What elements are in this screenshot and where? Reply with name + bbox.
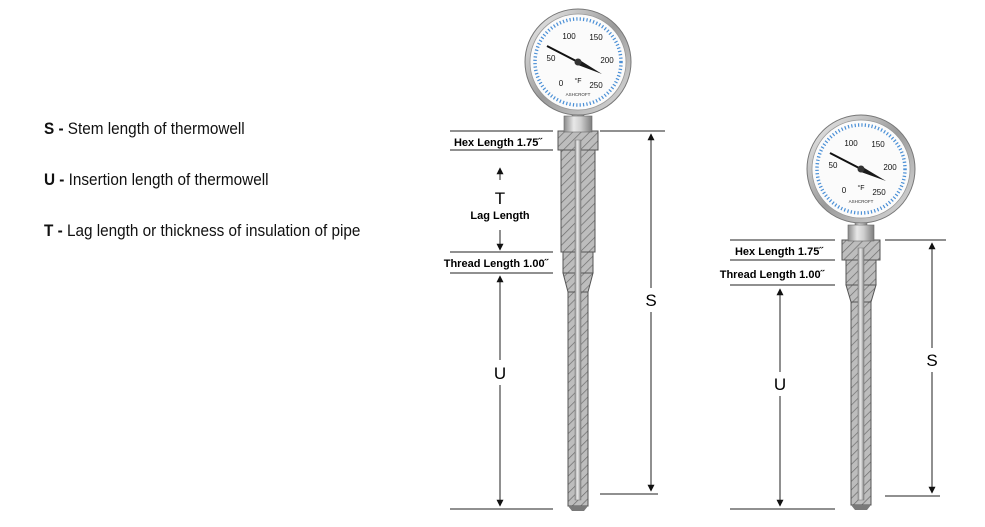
right-needle-hub [857,165,865,173]
right-assembly: 0 50 100 150 200 250 °F ASHCROFT Hex Len… [720,114,946,510]
left-s-symbol: S [645,291,656,310]
right-gauge-ring [815,123,907,215]
right-gauge-connector [847,224,875,242]
legend: S - Stem length of thermowell U - Insert… [44,118,424,271]
right-scale-50: 50 [829,161,838,170]
left-tip [568,506,588,511]
left-scale-100: 100 [562,32,576,41]
left-assembly: 0 50 100 150 200 250 °F ASHCROFT Hex Len… [444,8,665,511]
legend-item-t: T - Lag length or thickness of insulatio… [44,220,386,241]
left-thread-label: Thread Length 1.00˝ [444,258,550,270]
right-scale-200: 200 [883,163,897,172]
right-tip [851,505,871,510]
right-gauge: 0 50 100 150 200 250 °F ASHCROFT [806,114,916,242]
right-scale-0: 0 [842,186,847,195]
left-u-symbol: U [494,364,506,383]
left-scale-50: 50 [547,54,556,63]
legend-sep: - [53,221,67,240]
left-needle-hub [574,58,582,66]
right-bore-stem [857,247,865,501]
right-scale-150: 150 [871,140,885,149]
right-scale-100: 100 [844,139,858,148]
legend-sep: - [54,119,68,138]
legend-item-s: S - Stem length of thermowell [44,118,386,139]
right-hex-label: Hex Length 1.75˝ [735,246,824,258]
right-thread-label: Thread Length 1.00˝ [720,269,826,281]
right-gauge-brand: ASHCROFT [849,199,874,204]
legend-text: Stem length of thermowell [67,119,245,138]
left-t-symbol: T [495,189,505,208]
legend-sep: - [55,170,69,189]
left-needle-tail [546,45,579,63]
right-u-symbol: U [774,375,786,394]
right-s-symbol: S [926,351,937,370]
right-thermowell [841,239,881,510]
left-bore-stem [574,139,582,501]
left-gauge: 0 50 100 150 200 250 °F ASHCROFT [524,8,632,133]
right-dimension-lines [730,239,946,510]
legend-key: T [44,221,54,240]
left-thermowell [557,130,599,511]
left-needle [578,59,602,74]
left-dimension-lines [450,130,665,510]
left-gauge-brand: ASHCROFT [566,92,591,97]
left-gauge-unit: °F [574,77,581,85]
right-needle [861,166,886,181]
legend-key: U [44,170,56,189]
legend-item-u: U - Insertion length of thermowell [44,169,386,190]
left-scale-150: 150 [589,33,603,42]
legend-text: Insertion length of thermowell [68,170,269,189]
left-scale-0: 0 [559,79,564,88]
legend-text: Lag length or thickness of insulation of… [66,221,361,240]
left-gauge-connector [563,115,593,133]
left-hex-label: Hex Length 1.75˝ [454,137,543,149]
left-scale-200: 200 [600,56,614,65]
right-needle-tail [829,152,862,170]
right-gauge-unit: °F [857,184,864,192]
right-scale-250: 250 [872,188,886,197]
left-gauge-ring [533,17,623,107]
legend-key: S [44,119,55,138]
left-lag-label: Lag Length [470,210,530,222]
left-scale-250: 250 [589,81,603,90]
